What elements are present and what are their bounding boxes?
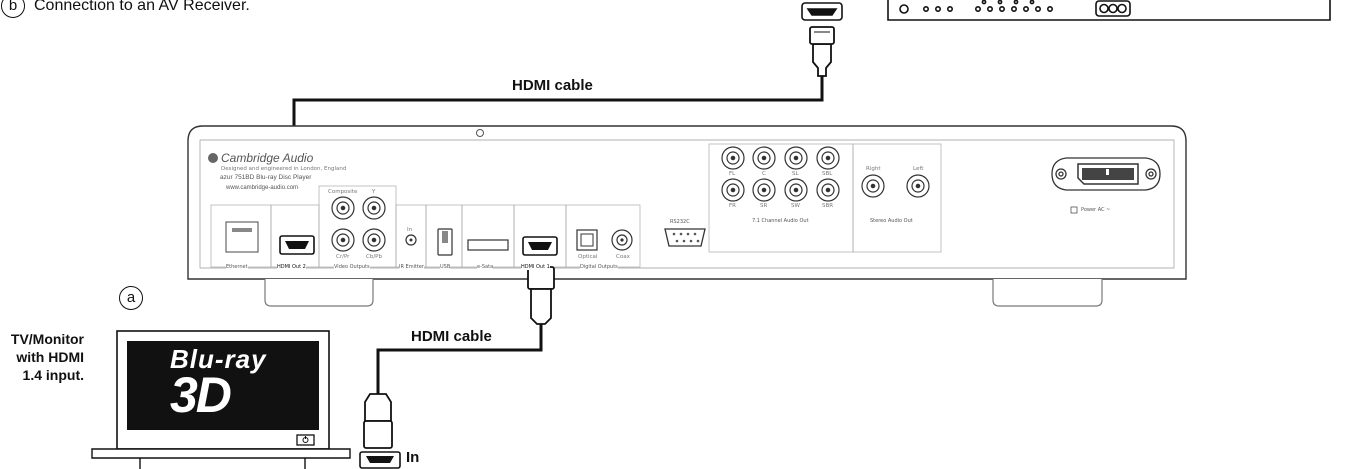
jack-in: In bbox=[407, 227, 413, 233]
jack-sr: SR bbox=[760, 203, 768, 209]
label-hdmi-out-2: HDMI Out 2 bbox=[277, 264, 306, 270]
jack-sl: SL bbox=[792, 171, 799, 177]
jack-coax: Coax bbox=[616, 254, 630, 260]
jack-sw: SW bbox=[791, 203, 800, 209]
tv-label-line-3: 1.4 input. bbox=[22, 367, 84, 383]
jack-composite: Composite bbox=[328, 189, 358, 195]
tv-label: TV/Monitor with HDMI 1.4 input. bbox=[0, 330, 84, 384]
jack-sbr: SBR bbox=[822, 203, 834, 209]
jack-fr: FR bbox=[729, 203, 736, 209]
receiver-hdmi-port bbox=[801, 2, 843, 21]
label-stereo-audio-out: Stereo Audio Out bbox=[870, 218, 913, 224]
player-website: www.cambridge-audio.com bbox=[226, 185, 299, 191]
player-model: azur 751BD Blu-ray Disc Player bbox=[220, 174, 312, 181]
jack-sbl: SBL bbox=[822, 171, 833, 177]
player-tagline: Designed and engineered in London, Engla… bbox=[221, 166, 347, 172]
label-power: Power AC ~ bbox=[1081, 207, 1111, 213]
label-ir-emitter: IR Emitter bbox=[399, 264, 425, 270]
hdmi-cable-bottom bbox=[359, 266, 555, 469]
tv-label-line-1: TV/Monitor bbox=[10, 331, 84, 347]
label-rs232c: RS232C bbox=[670, 219, 690, 225]
caption-a-marker: a bbox=[119, 286, 143, 310]
bluray-player-rear bbox=[187, 125, 1187, 307]
jack-y: Y bbox=[372, 189, 376, 195]
hdmi-cable-bottom-label: HDMI cable bbox=[411, 328, 492, 345]
label-video-outputs: Video Outputs bbox=[334, 264, 370, 270]
label-usb: USB bbox=[440, 264, 451, 270]
tv-logo-line-1: Blu-ray bbox=[170, 344, 267, 374]
player-brand: Cambridge Audio bbox=[221, 151, 314, 165]
jack-right: Right bbox=[866, 166, 881, 172]
label-esata: e-Sata bbox=[477, 264, 494, 270]
jack-fl: FL bbox=[729, 171, 736, 177]
hdmi-cable-top-label: HDMI cable bbox=[512, 77, 593, 94]
tv-monitor bbox=[91, 330, 351, 469]
jack-left: Left bbox=[913, 166, 924, 172]
tv-label-line-2: with HDMI bbox=[16, 349, 84, 365]
label-channel-audio-out: 7.1 Channel Audio Out bbox=[752, 218, 809, 224]
caption-b-marker: b bbox=[1, 0, 25, 18]
caption-b-text: Connection to an AV Receiver. bbox=[34, 0, 250, 14]
jack-c: C bbox=[762, 171, 766, 177]
jack-cr-pr: Cr/Pr bbox=[336, 254, 350, 260]
jack-cb-pb: Cb/Pb bbox=[366, 254, 382, 260]
tv-input-label: In bbox=[406, 449, 420, 466]
label-hdmi-out-1: HDMI Out 1 bbox=[521, 264, 550, 270]
label-digital-outputs: Digital Outputs bbox=[580, 264, 618, 270]
jack-optical: Optical bbox=[578, 254, 598, 260]
label-ethernet: Ethernet bbox=[226, 264, 248, 270]
av-receiver bbox=[887, 0, 1331, 21]
tv-logo-line-2: 3D bbox=[170, 367, 232, 423]
